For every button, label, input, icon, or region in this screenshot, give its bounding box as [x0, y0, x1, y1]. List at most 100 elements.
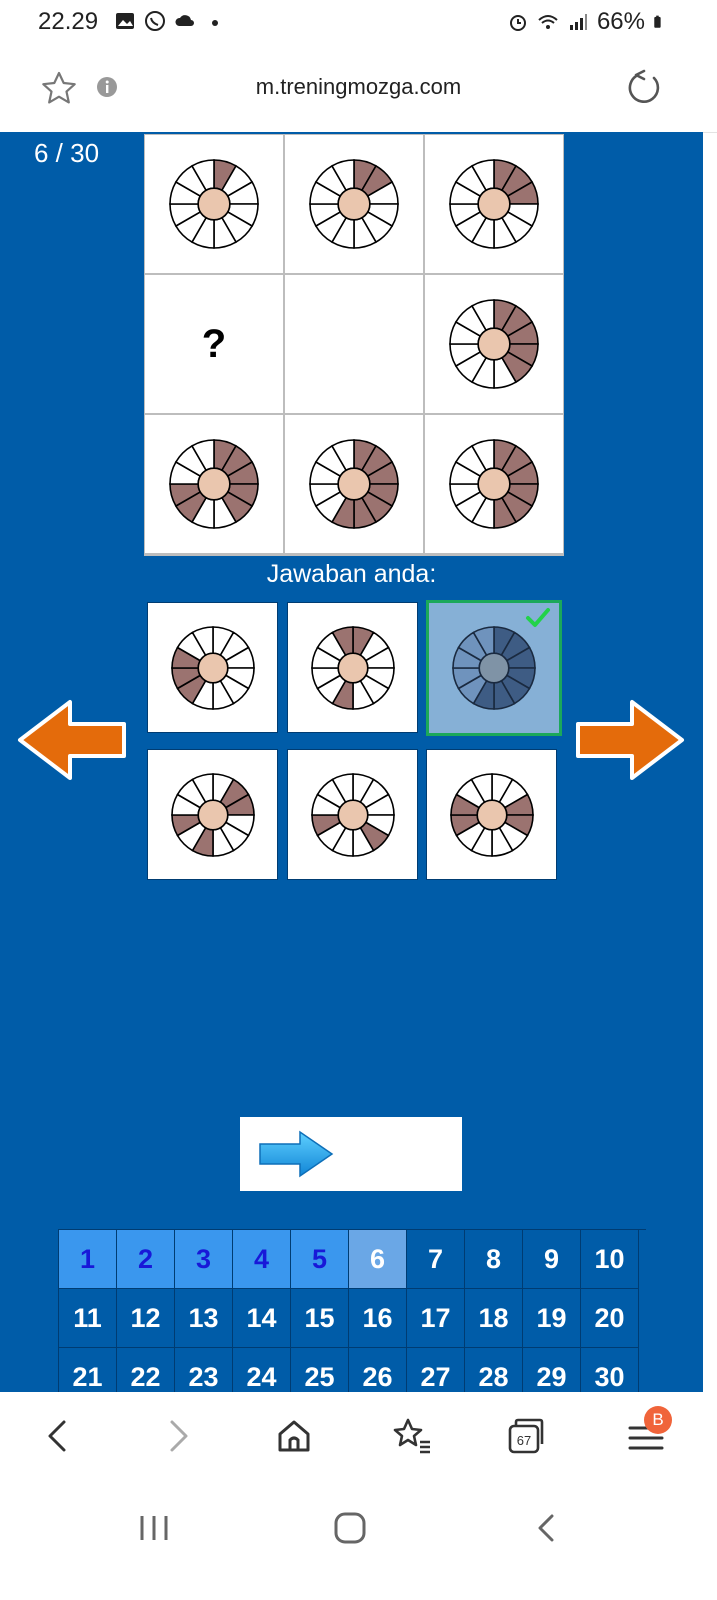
bookmark-star-icon[interactable]: [40, 70, 78, 108]
url-text[interactable]: m.treningmozga.com: [255, 74, 462, 99]
question-number-23[interactable]: 23: [175, 1348, 233, 1392]
pattern-wheel: [449, 299, 539, 389]
wheel-center: [196, 798, 229, 831]
answer-option-5[interactable]: [287, 749, 418, 880]
question-mark: ?: [201, 321, 227, 366]
gallery-icon: [116, 13, 134, 29]
question-number-18[interactable]: 18: [465, 1289, 523, 1348]
pattern-wheel: [449, 439, 539, 529]
battery-text: 66%: [596, 8, 645, 35]
browser-toolbar: 67: [0, 1392, 717, 1482]
cloud-icon: [175, 15, 194, 26]
answer-option-3[interactable]: [426, 600, 562, 736]
wheel-center: [336, 798, 369, 831]
info-icon[interactable]: [96, 76, 118, 98]
address-bar: m.treningmozga.com: [0, 46, 717, 133]
question-number-24[interactable]: 24: [233, 1348, 291, 1392]
bookmarks-icon[interactable]: [390, 1414, 434, 1458]
puzzle-cell: [425, 415, 563, 553]
recent-apps-icon[interactable]: [134, 1508, 174, 1548]
question-number-5[interactable]: 5: [291, 1230, 349, 1289]
puzzle-cell: [145, 135, 283, 273]
pattern-wheel: [449, 772, 534, 857]
question-number-11[interactable]: 11: [59, 1289, 117, 1348]
next-question-button[interactable]: [240, 1117, 462, 1191]
answer-option-2[interactable]: [287, 602, 418, 733]
pattern-wheel: [170, 772, 255, 857]
question-number-10[interactable]: 10: [581, 1230, 639, 1289]
status-time: 22.29: [38, 8, 99, 35]
wheel-center: [197, 187, 231, 221]
pattern-wheel: [310, 772, 395, 857]
question-number-15[interactable]: 15: [291, 1289, 349, 1348]
answer-option-6[interactable]: [426, 749, 557, 880]
check-icon: [526, 608, 550, 627]
pattern-wheel: [310, 625, 395, 710]
question-number-20[interactable]: 20: [581, 1289, 639, 1348]
answer-option-1[interactable]: [147, 602, 278, 733]
question-number-26[interactable]: 26: [349, 1348, 407, 1392]
question-number-16[interactable]: 16: [349, 1289, 407, 1348]
pattern-wheel: [169, 159, 259, 249]
puzzle-grid: ?: [144, 134, 564, 556]
status-icons-left: [114, 10, 226, 32]
question-number-14[interactable]: 14: [233, 1289, 291, 1348]
forward-icon[interactable]: [156, 1414, 200, 1458]
pattern-wheel: [309, 159, 399, 249]
wheel-center: [478, 652, 510, 684]
reload-icon[interactable]: [624, 68, 664, 108]
question-number-17[interactable]: 17: [407, 1289, 465, 1348]
wheel-center: [477, 187, 511, 221]
puzzle-cell-empty: [285, 275, 423, 413]
next-arrow-icon[interactable]: [574, 698, 686, 782]
question-number-12[interactable]: 12: [117, 1289, 175, 1348]
question-number-13[interactable]: 13: [175, 1289, 233, 1348]
question-counter: 6 / 30: [34, 138, 100, 168]
wheel-center: [475, 798, 508, 831]
back-icon[interactable]: [36, 1414, 80, 1458]
question-number-9[interactable]: 9: [523, 1230, 581, 1289]
wheel-center: [337, 467, 371, 501]
signal-icon: [569, 14, 587, 30]
wheel-center: [337, 187, 371, 221]
question-number-25[interactable]: 25: [291, 1348, 349, 1392]
wheel-center: [477, 327, 511, 361]
menu-badge: B: [644, 1406, 672, 1434]
tabs-count: 67: [517, 1433, 531, 1448]
previous-arrow-icon[interactable]: [16, 698, 128, 782]
question-number-30[interactable]: 30: [581, 1348, 639, 1392]
question-number-21[interactable]: 21: [59, 1348, 117, 1392]
question-number-4[interactable]: 4: [233, 1230, 291, 1289]
wheel-center: [477, 467, 511, 501]
battery-icon: [654, 15, 661, 28]
system-back-icon[interactable]: [526, 1508, 566, 1548]
home-button-icon[interactable]: [330, 1508, 370, 1548]
puzzle-cell: [285, 135, 423, 273]
question-number-2[interactable]: 2: [117, 1230, 175, 1289]
question-number-3[interactable]: 3: [175, 1230, 233, 1289]
puzzle-cell: [285, 415, 423, 553]
question-number-27[interactable]: 27: [407, 1348, 465, 1392]
puzzle-cell: [425, 135, 563, 273]
question-number-8[interactable]: 8: [465, 1230, 523, 1289]
question-number-29[interactable]: 29: [523, 1348, 581, 1392]
answer-label: Jawaban anda:: [266, 560, 437, 588]
answer-option-4[interactable]: [147, 749, 278, 880]
alarm-icon: [509, 15, 526, 31]
question-number-22[interactable]: 22: [117, 1348, 175, 1392]
pattern-wheel: [449, 159, 539, 249]
question-number-1[interactable]: 1: [59, 1230, 117, 1289]
question-number-28[interactable]: 28: [465, 1348, 523, 1392]
question-number-19[interactable]: 19: [523, 1289, 581, 1348]
pattern-wheel: [452, 626, 536, 710]
question-number-7[interactable]: 7: [407, 1230, 465, 1289]
question-number-6[interactable]: 6: [349, 1230, 407, 1289]
puzzle-cell: [145, 415, 283, 553]
tabs-icon[interactable]: 67: [504, 1414, 548, 1458]
system-nav-bar: [0, 1482, 717, 1600]
pattern-wheel: [169, 439, 259, 529]
home-icon[interactable]: [272, 1414, 316, 1458]
puzzle-cell: [425, 275, 563, 413]
